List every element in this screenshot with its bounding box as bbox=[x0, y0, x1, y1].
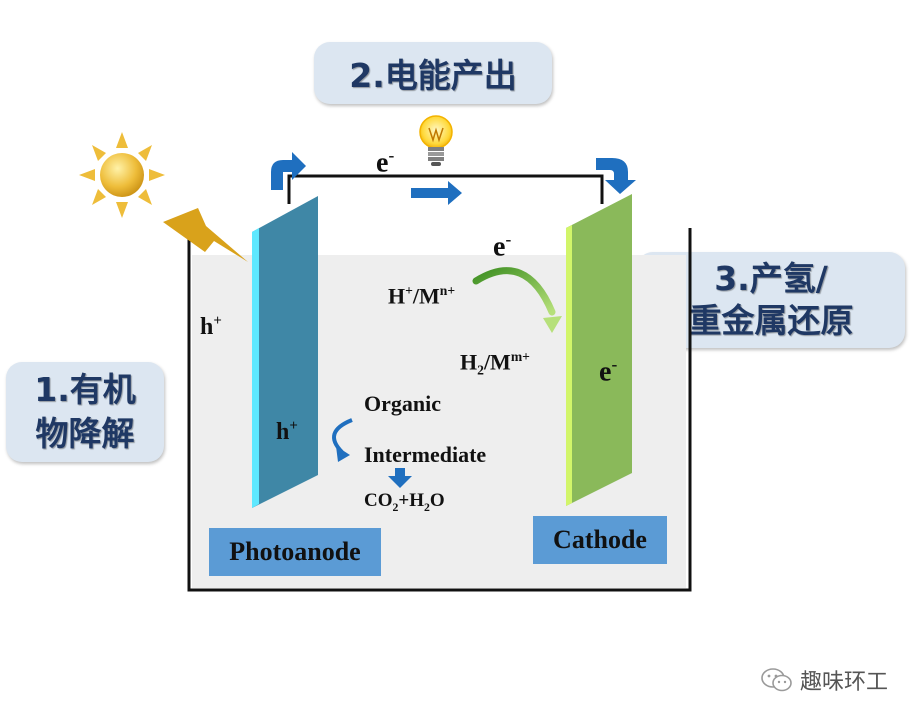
photoanode-label: Photoanode bbox=[229, 537, 361, 566]
hole-left-label: h+ bbox=[200, 313, 222, 340]
electron-flow-arrow-right bbox=[411, 181, 462, 205]
step-degradation-label-line2: 物降解 bbox=[35, 414, 135, 453]
electron-flow-arrow-up bbox=[271, 152, 306, 190]
proton-metal-label: H+/Mn+ bbox=[388, 283, 456, 309]
sun-icon bbox=[79, 132, 165, 218]
step-degradation-bubble: 1.有机 物降解 bbox=[6, 362, 164, 462]
external-wire bbox=[287, 174, 604, 204]
wechat-icon bbox=[761, 668, 792, 692]
watermark: 趣味环工 bbox=[760, 664, 888, 696]
step-reduction-label-line1: 3.产氢/ bbox=[714, 259, 828, 298]
reduction-arrow bbox=[472, 267, 556, 316]
intermediate-label: Intermediate bbox=[364, 442, 487, 467]
cathode-label-box: Cathode bbox=[533, 516, 667, 564]
light-bulb-icon bbox=[419, 115, 453, 166]
products-label: CO2+H2O bbox=[364, 490, 445, 514]
step-power-bubble: 2.电能产出 bbox=[314, 42, 552, 104]
mineralization-arrow bbox=[388, 468, 412, 488]
photoanode-label-box: Photoanode bbox=[209, 528, 381, 576]
oxidation-arrow-head bbox=[336, 446, 350, 462]
photoanode-plate bbox=[252, 196, 318, 508]
organic-label: Organic bbox=[364, 391, 441, 416]
hole-anode-label: h+ bbox=[276, 418, 298, 445]
electron-flow-arrow-down bbox=[596, 158, 636, 194]
light-bolt-icon bbox=[163, 208, 248, 262]
step-reduction-label-line2: 重金属还原 bbox=[688, 301, 854, 340]
watermark-text: 趣味环工 bbox=[800, 670, 889, 695]
electron-cathode-top-label: e- bbox=[493, 230, 512, 263]
cell-container bbox=[187, 228, 692, 592]
step-power-label: 2.电能产出 bbox=[349, 56, 517, 95]
hydrogen-metal-label: H2/Mm+ bbox=[460, 349, 530, 378]
electron-cathode-right-label: e- bbox=[599, 355, 618, 388]
electron-wire-label: e- bbox=[376, 146, 395, 179]
reduction-arrow-head bbox=[543, 316, 562, 333]
cathode-label: Cathode bbox=[553, 525, 647, 554]
step-degradation-label-line1: 1.有机 bbox=[34, 370, 136, 409]
cathode-plate bbox=[566, 194, 632, 506]
